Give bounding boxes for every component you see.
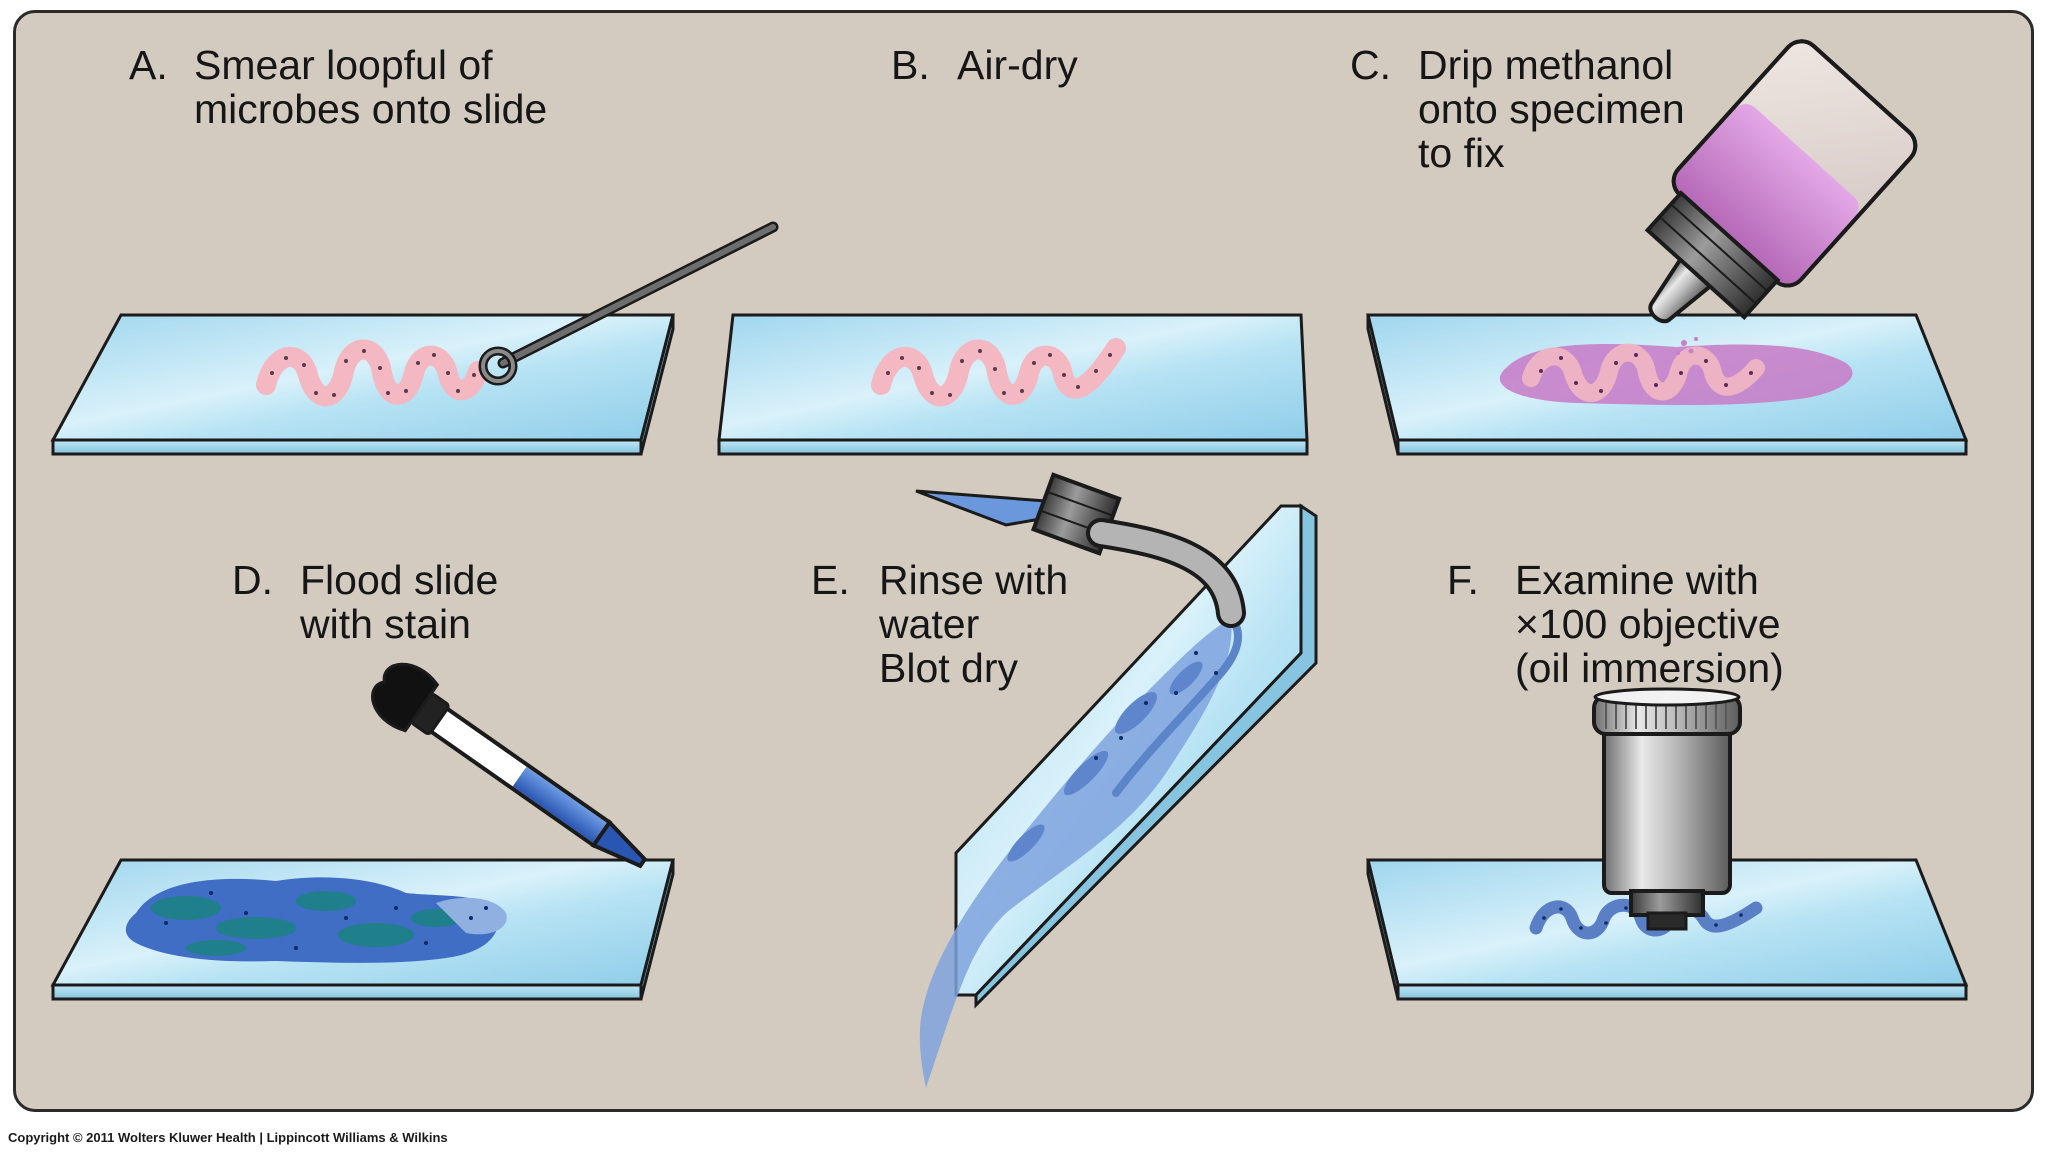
slide-a	[50, 313, 675, 456]
copyright-notice: Copyright © 2011 Wolters Kluwer Health |…	[8, 1130, 448, 1145]
stain-pool	[125, 877, 507, 963]
objective-lens-icon	[1592, 687, 1742, 931]
slide-b	[717, 313, 1309, 456]
procedure-illustration	[50, 39, 1969, 1088]
diagram-panel: A. Smear loopful of microbes onto slide …	[13, 10, 2034, 1112]
methanol-pool	[1499, 343, 1853, 406]
rinse-water	[919, 614, 1242, 1088]
smear-b	[871, 338, 1126, 407]
inoculating-loop-icon	[478, 221, 779, 386]
water-faucet-icon	[915, 472, 1246, 628]
pipette-icon	[371, 662, 648, 869]
dropper-bottle-icon	[1644, 39, 1918, 355]
smear-a	[256, 339, 488, 407]
stained-smear-f	[1529, 898, 1763, 940]
